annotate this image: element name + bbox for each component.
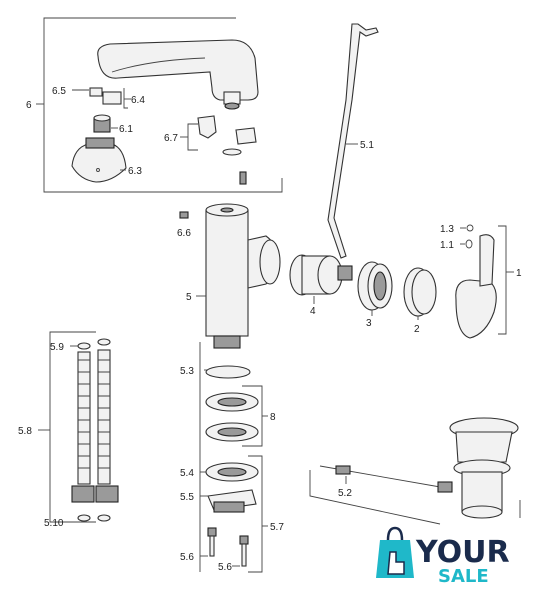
- label-6-7: 6.7: [164, 133, 178, 144]
- group-6-bracket: [43, 17, 283, 193]
- spout-part: [97, 39, 259, 110]
- pop-up-waste-part: [319, 417, 519, 519]
- nut-part: [93, 114, 111, 133]
- logo-word-your: YOUR: [415, 535, 510, 570]
- label-3: 3: [366, 318, 372, 329]
- tap-body-part: [205, 203, 281, 349]
- label-6-6: 6.6: [177, 228, 191, 239]
- label-5: 5: [186, 292, 192, 303]
- label-5-6b: 5.6: [218, 562, 232, 573]
- label-5-3: 5.3: [180, 366, 194, 377]
- label-5-5: 5.5: [180, 492, 194, 503]
- label-8: 8: [270, 412, 276, 423]
- label-5-9: 5.9: [50, 342, 64, 353]
- label-6-3: 6.3: [128, 166, 142, 177]
- label-6: 6: [26, 100, 32, 111]
- label-5-6a: 5.6: [180, 552, 194, 563]
- fixing-plate-part: [207, 489, 257, 513]
- label-5-4: 5.4: [180, 468, 194, 479]
- label-5-2: 5.2: [338, 488, 352, 499]
- label-4: 4: [310, 306, 316, 317]
- base-part: [71, 137, 127, 183]
- label-5-10: 5.10: [44, 518, 64, 529]
- aerator-part: [89, 87, 122, 105]
- cursor-hand-icon: [387, 551, 405, 575]
- label-5-8: 5.8: [18, 426, 32, 437]
- grub-screw-part: [179, 211, 189, 219]
- label-6-1: 6.1: [119, 124, 133, 135]
- label-2: 2: [414, 324, 420, 335]
- logo-word-sale: SALE: [438, 566, 489, 587]
- label-5-7: 5.7: [270, 522, 284, 533]
- label-1-1: 1.1: [440, 240, 454, 251]
- cover-cap-part: [403, 267, 437, 317]
- lever-handle-part: [455, 234, 497, 339]
- clip-parts: [197, 115, 257, 185]
- label-6-5: 6.5: [52, 86, 66, 97]
- fixing-screws-part: [207, 527, 249, 567]
- yoursale-logo: YOUR SALE: [376, 526, 510, 587]
- label-5-1: 5.1: [360, 140, 374, 151]
- flexible-hoses-part: [71, 338, 119, 522]
- label-6-4: 6.4: [131, 95, 145, 106]
- gasket-pair-part: [205, 392, 259, 442]
- label-1: 1: [516, 268, 522, 279]
- cartridge-nut-part: [357, 261, 393, 311]
- o-ring-part: [205, 365, 251, 379]
- label-1-3: 1.3: [440, 224, 454, 235]
- cartridge-part: [289, 254, 353, 296]
- lift-rod-part: [327, 23, 379, 259]
